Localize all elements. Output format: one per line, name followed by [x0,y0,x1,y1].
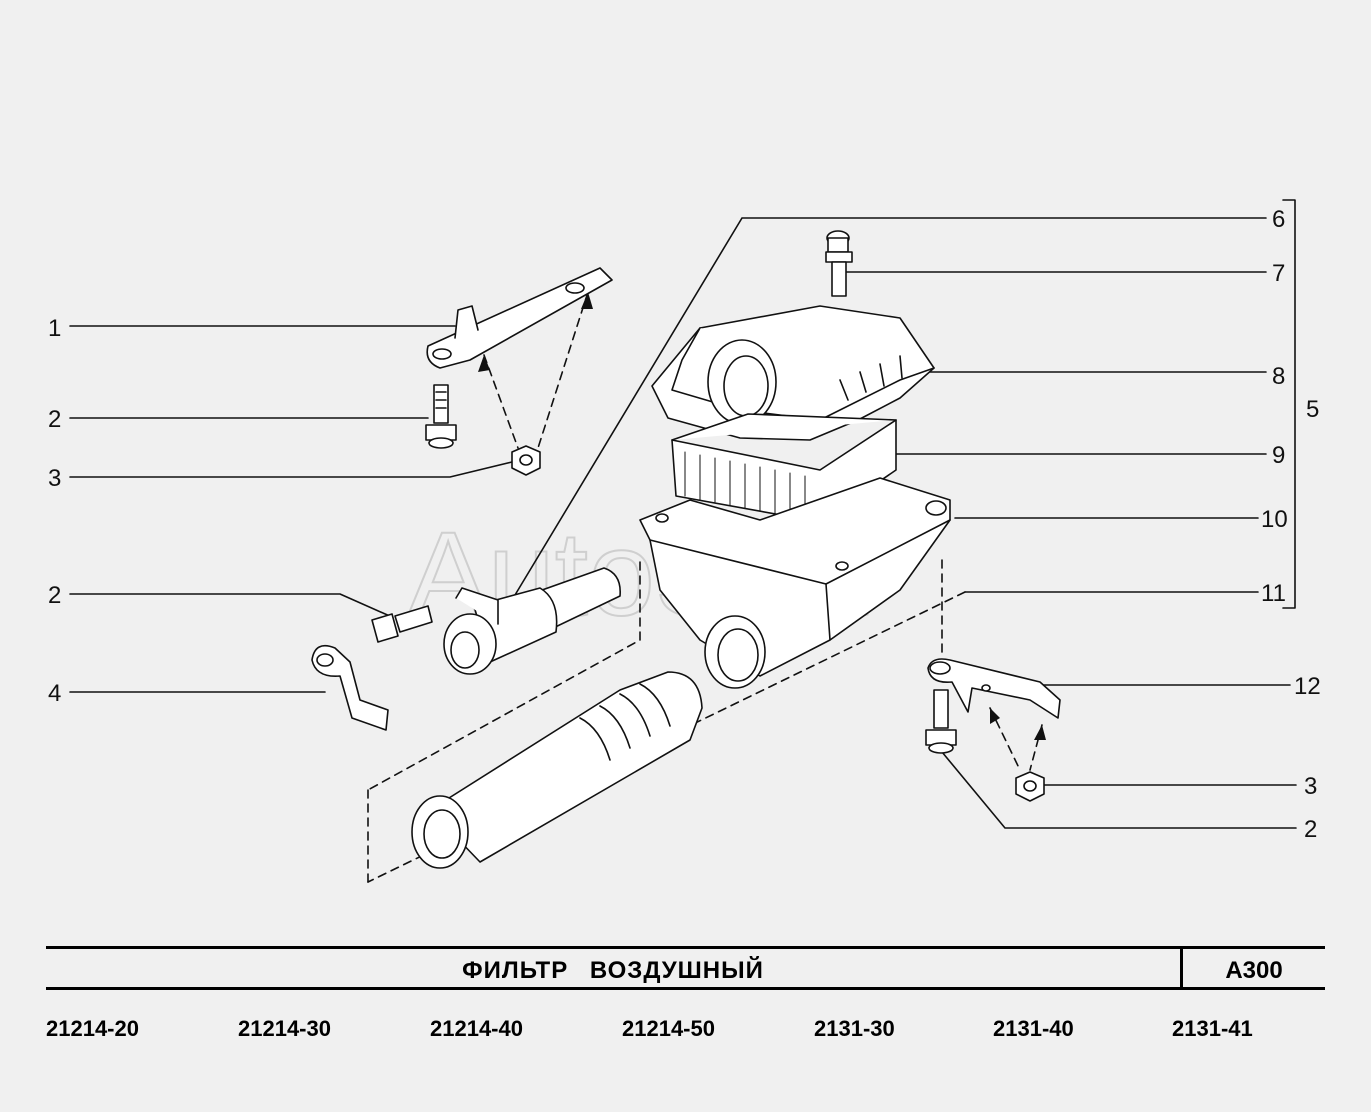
model-list: 21214-20 21214-30 21214-40 21214-50 2131… [0,1016,1371,1046]
part-4-bracket [311,644,389,731]
callout-6: 6 [1272,206,1285,233]
group-bracket [1282,199,1296,609]
callout-4: 4 [48,680,61,707]
model-item: 2131-41 [1172,1016,1253,1041]
part-10-housing-body [639,477,951,689]
callout-1: 1 [48,315,61,342]
arrow-heads [478,292,1046,740]
part-3-nut-upper [511,445,541,476]
callout-2-upper: 2 [48,406,61,433]
callout-2-lower: 2 [1304,816,1317,843]
model-item: 2131-40 [993,1016,1074,1041]
part-7-screw [825,230,853,297]
callout-10: 10 [1261,506,1288,533]
title-bar: ФИЛЬТР ВОЗДУШНЫЙ A300 [46,946,1325,990]
corrugated-hose [411,671,703,869]
page-title: ФИЛЬТР ВОЗДУШНЫЙ [462,957,764,984]
leader-line-3a [69,461,513,478]
callout-3-lower: 3 [1304,773,1317,800]
part-3-nut-lower [1015,771,1045,802]
part-2-stud-upper [425,384,457,449]
model-item: 21214-30 [238,1016,331,1041]
callout-3-upper: 3 [48,465,61,492]
model-item: 21214-50 [622,1016,715,1041]
part-2-stud-lower [925,689,957,754]
title-divider [1180,946,1183,990]
model-item: 21214-20 [46,1016,139,1041]
callout-5-group: 5 [1306,396,1319,423]
callout-7: 7 [1272,260,1285,287]
leader-line-2c [941,751,1297,829]
callout-2-middle: 2 [48,582,61,609]
callout-12: 12 [1294,673,1321,700]
part-2-stud-middle [371,605,433,643]
callout-9: 9 [1272,442,1285,469]
part-8-cover [651,305,935,441]
part-12-bracket [927,658,1061,719]
model-item: 21214-40 [430,1016,523,1041]
callout-11: 11 [1261,580,1286,607]
part-1-bracket [426,267,613,369]
part-6-intake-pipe [443,567,621,675]
air-filter-diagram: AutoSoft [48,199,1321,883]
callout-8: 8 [1272,363,1285,390]
model-item: 2131-30 [814,1016,895,1041]
leader-line-6 [511,217,1267,601]
catalog-code: A300 [1225,957,1283,984]
leader-line-2b [69,593,393,618]
